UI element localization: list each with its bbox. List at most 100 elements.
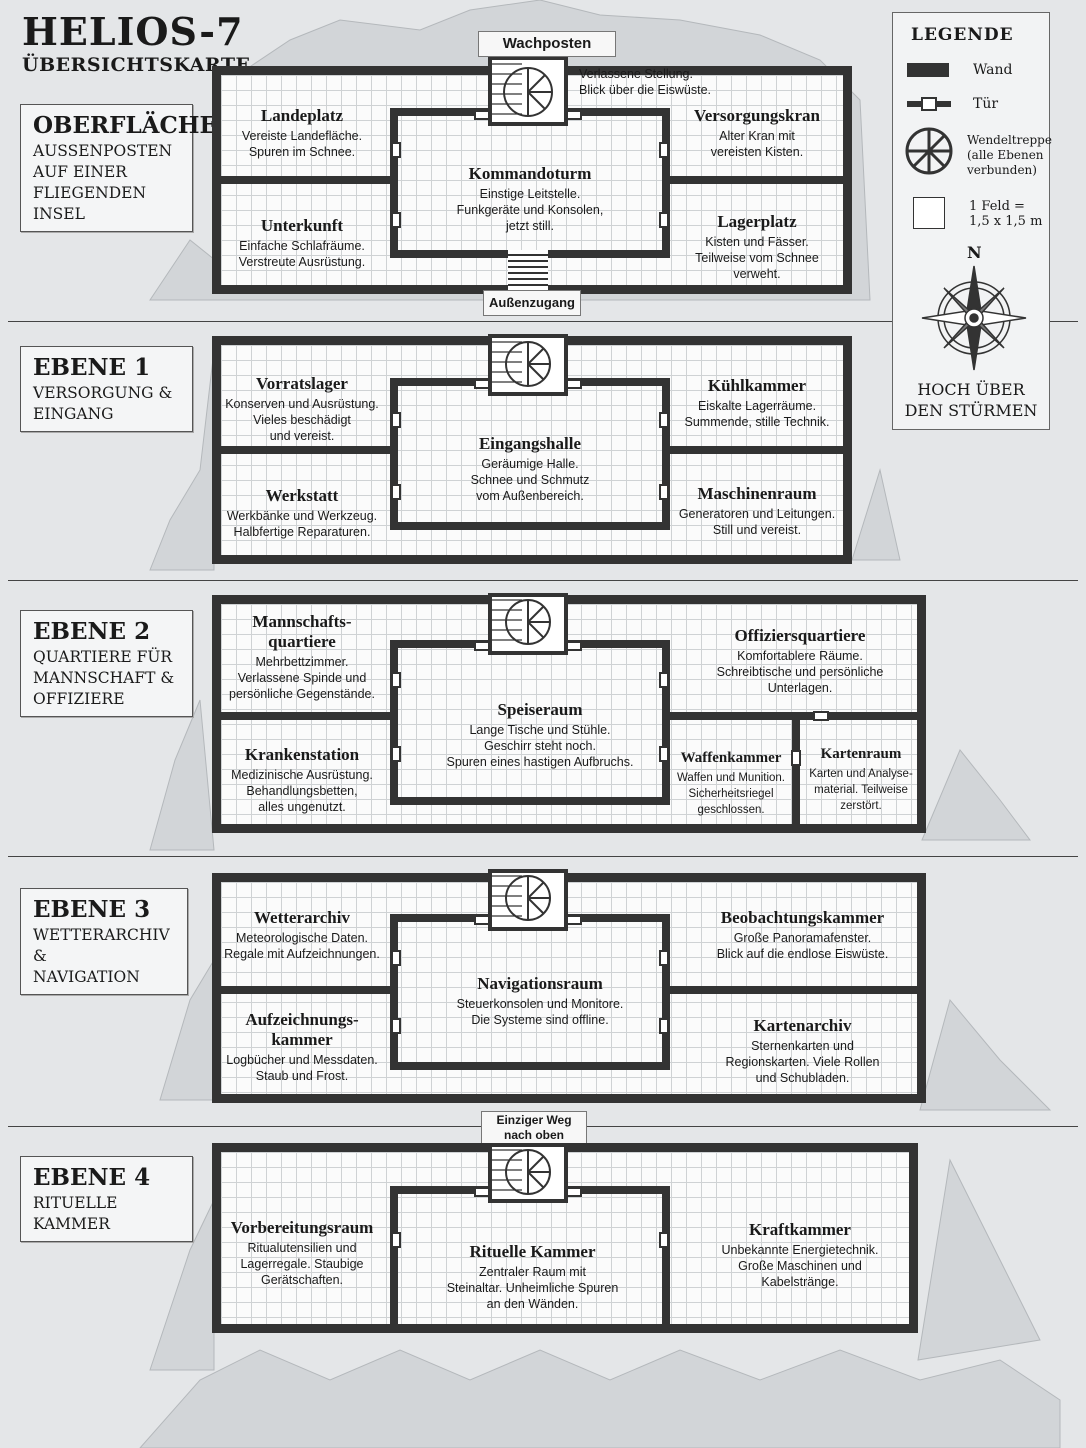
room-description: Steuerkonsolen und Monitore. Die Systeme… xyxy=(456,997,624,1027)
room-name: Werkstatt xyxy=(265,486,339,505)
door xyxy=(566,641,582,651)
room-kuehlkammer: Kühlkammer Eiskalte Lagerräume. Summende… xyxy=(672,376,842,430)
room-description: Karten und Analyse- material. Teilweise … xyxy=(809,768,913,812)
door xyxy=(391,412,401,428)
room-description: Unbekannte Energietechnik. Große Maschin… xyxy=(721,1243,879,1289)
level-separator xyxy=(8,580,1078,581)
room-name: Kartenraum xyxy=(820,746,902,762)
room-kraftkammer: Kraftkammer Unbekannte Energietechnik. G… xyxy=(690,1220,910,1290)
room-description: Medizinische Ausrüstung. Behandlungsbett… xyxy=(231,768,373,814)
room-wetterarchiv: Wetterarchiv Meteorologische Daten. Rega… xyxy=(222,908,382,962)
room-description: Einfache Schlafräume. Verstreute Ausrüst… xyxy=(238,239,366,269)
room-description: Lange Tische und Stühle. Geschirr steht … xyxy=(446,723,634,769)
room-kommandoturm: Kommandoturm Einstige Leitstelle. Funkge… xyxy=(410,164,650,234)
spiral-staircase xyxy=(488,1143,568,1203)
map-title: HELIOS-7 xyxy=(22,9,244,54)
room-landeplatz: Landeplatz Vereiste Landefläche. Spuren … xyxy=(222,106,382,160)
door xyxy=(391,212,401,228)
door xyxy=(474,1187,490,1197)
room-description: Komfortablere Räume. Schreibtische und p… xyxy=(716,649,884,695)
room-aufzeichnungskammer: Aufzeichnungs- kammer Logbücher und Mess… xyxy=(222,1010,382,1084)
door xyxy=(391,142,401,158)
level-name: EBENE 1 xyxy=(33,354,151,381)
wall xyxy=(212,986,392,994)
room-name: Landeplatz xyxy=(260,106,344,125)
room-description: Vereiste Landefläche. Spuren im Schnee. xyxy=(241,129,363,159)
level-separator xyxy=(8,321,1078,322)
room-beobachtungskammer: Beobachtungskammer Große Panoramafenster… xyxy=(690,908,915,962)
level-label-ebene-3: EBENE 3 WETTERARCHIV & NAVIGATION xyxy=(20,888,188,995)
door xyxy=(391,1232,401,1248)
tag-einziger-weg: Einziger Weg nach oben xyxy=(481,1111,587,1146)
tag-aussenzugang: Außenzugang xyxy=(483,290,581,316)
room-vorratslager: Vorratslager Konserven und Ausrüstung. V… xyxy=(222,374,382,444)
room-waffenkammer: Waffenkammer Waffen und Munition. Sicher… xyxy=(672,748,790,818)
room-name: Versorgungskran xyxy=(694,106,820,125)
door xyxy=(659,672,669,688)
room-name: Rituelle Kammer xyxy=(469,1242,596,1261)
room-description: Konserven und Ausrüstung. Vieles beschäd… xyxy=(225,397,379,443)
room-name: Kühlkammer xyxy=(707,376,807,395)
door-icon xyxy=(921,97,937,111)
room-description: Zentraler Raum mit Steinaltar. Unheimlic… xyxy=(446,1265,619,1311)
door xyxy=(391,746,401,762)
door xyxy=(659,212,669,228)
door xyxy=(474,641,490,651)
room-name: Beobachtungskammer xyxy=(720,908,885,927)
door xyxy=(659,412,669,428)
room-unterkunft: Unterkunft Einfache Schlafräume. Verstre… xyxy=(222,216,382,270)
room-name: Lagerplatz xyxy=(717,212,797,231)
room-eingangshalle: Eingangshalle Geräumige Halle. Schnee un… xyxy=(410,434,650,504)
room-name: Vorratslager xyxy=(256,374,348,393)
wall xyxy=(668,176,852,184)
room-name: Aufzeichnungs- kammer xyxy=(245,1010,359,1049)
level-description: AUSSENPOSTEN AUF EINER FLIEGENDEN INSEL xyxy=(33,142,173,223)
wall-swatch xyxy=(907,63,949,77)
room-name: Maschinenraum xyxy=(697,484,817,503)
wall xyxy=(668,986,926,994)
door xyxy=(659,1232,669,1248)
map-subtitle: ÜBERSICHTSKARTE xyxy=(22,54,251,76)
level-name: OBERFLÄCHE xyxy=(33,112,218,139)
level-name: EBENE 3 xyxy=(33,896,151,923)
room-description: Große Panoramafenster. Blick auf die end… xyxy=(716,931,889,961)
spiral-staircase xyxy=(488,56,568,126)
door xyxy=(566,1187,582,1197)
door xyxy=(391,484,401,500)
door xyxy=(566,379,582,389)
room-krankenstation: Krankenstation Medizinische Ausrüstung. … xyxy=(222,745,382,815)
wall xyxy=(212,446,392,454)
room-name: Navigationsraum xyxy=(477,974,603,993)
compass-rose-icon xyxy=(921,265,1027,371)
legend: LEGENDE Wand Tür Wendeltreppe (alle Eben… xyxy=(892,12,1052,430)
tag-wachposten: Wachposten xyxy=(478,31,616,57)
room-name: Speiseraum xyxy=(497,700,583,719)
room-lagerplatz: Lagerplatz Kisten und Fässer. Teilweise … xyxy=(672,212,842,282)
room-description: Alter Kran mit vereisten Kisten. xyxy=(710,129,804,159)
room-name: Kartenarchiv xyxy=(753,1016,852,1035)
room-mannschaftsquartiere: Mannschafts- quartiere Mehrbettzimmer. V… xyxy=(222,612,382,702)
room-description: Kisten und Fässer. Teilweise vom Schnee … xyxy=(695,235,819,281)
level-label-ebene-4: EBENE 4 RITUELLE KAMMER xyxy=(20,1156,193,1242)
level-description: RITUELLE KAMMER xyxy=(33,1194,118,1233)
room-description: Meteorologische Daten. Regale mit Aufzei… xyxy=(224,931,380,961)
level-label-ebene-2: EBENE 2 QUARTIERE FÜR MANNSCHAFT & OFFIZ… xyxy=(20,610,193,717)
door xyxy=(566,110,582,120)
room-vorbereitungsraum: Vorbereitungsraum Ritualutensilien und L… xyxy=(222,1218,382,1288)
room-offiziersquartiere: Offiziersquartiere Komfortablere Räume. … xyxy=(690,626,910,696)
door xyxy=(813,711,829,721)
spiral-staircase xyxy=(488,334,568,396)
room-speiseraum: Speiseraum Lange Tische und Stühle. Gesc… xyxy=(410,700,670,770)
room-name: Waffenkammer xyxy=(680,750,782,766)
door xyxy=(474,379,490,389)
room-name: Unterkunft xyxy=(260,216,344,235)
room-werkstatt: Werkstatt Werkbänke und Werkzeug. Halbfe… xyxy=(222,486,382,540)
door xyxy=(659,142,669,158)
legend-heading: LEGENDE xyxy=(911,25,1014,45)
level-description: VERSORGUNG & EINGANG xyxy=(33,384,173,423)
door xyxy=(391,672,401,688)
room-name: Kraftkammer xyxy=(749,1220,851,1239)
room-maschinenraum: Maschinenraum Generatoren und Leitungen.… xyxy=(672,484,842,538)
north-label: N xyxy=(967,243,982,262)
room-kartenarchiv: Kartenarchiv Sternenkarten und Regionska… xyxy=(690,1016,915,1086)
